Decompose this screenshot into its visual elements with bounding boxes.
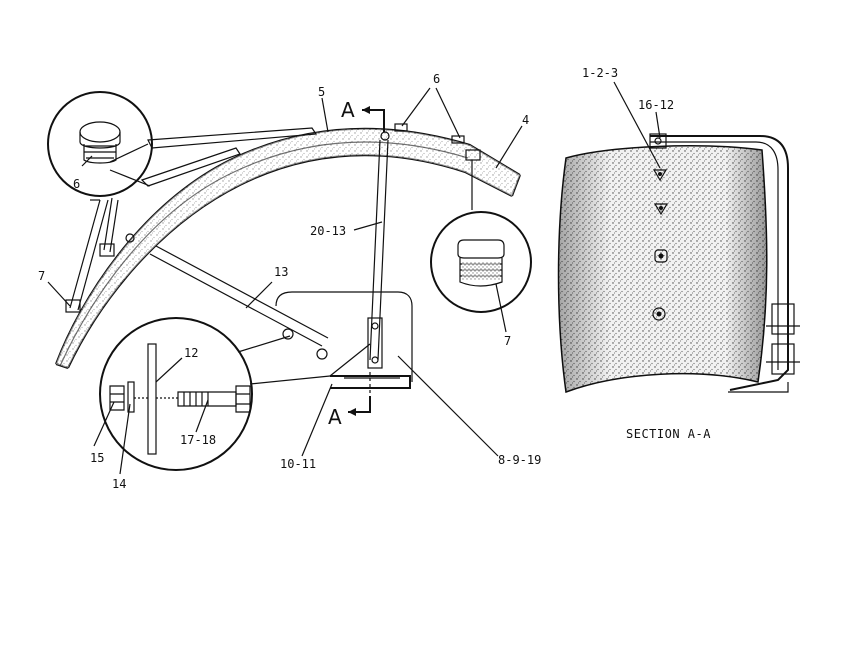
section-a-a-title: SECTION A-A	[626, 427, 711, 441]
fender-surface	[56, 128, 520, 368]
section-bracket-inner	[650, 141, 779, 370]
callout-6-top: 6	[433, 72, 440, 86]
callout-10-11: 10-11	[280, 457, 316, 471]
section-studs	[652, 169, 669, 321]
section-cut-top: A	[341, 98, 385, 132]
detail-circle-bolt	[99, 317, 253, 471]
callout-8-9-19: 8-9-19	[498, 453, 541, 467]
callout-1-2-3: 1-2-3	[582, 66, 618, 80]
section-side-clamp-2	[771, 343, 795, 375]
section-side-clamp-1	[771, 303, 795, 335]
detail-plug-6	[47, 91, 153, 197]
callout-6-detail: 6	[73, 177, 80, 191]
leader-lines	[47, 81, 661, 475]
plug-cap-icon	[79, 121, 121, 143]
callout-7-left: 7	[38, 269, 45, 283]
left-support-rod	[69, 199, 109, 311]
detail-circle-plug-6	[47, 91, 153, 197]
left-support-rod-2	[103, 197, 119, 253]
callout-17-18: 17-18	[180, 433, 216, 447]
fender-bolt-left	[125, 233, 135, 243]
strut-bolt-2	[316, 348, 328, 360]
callout-labels: 5 6 6 4 7 7 20-13 13 12 15 14 17-18 10-1…	[38, 66, 711, 491]
rod-lower-bracket	[367, 317, 383, 369]
tab-6a	[394, 123, 408, 132]
section-cut-bottom: A	[328, 372, 371, 429]
fender-main-view	[55, 123, 521, 389]
tab-6b	[451, 135, 465, 144]
detail-bolt-assembly	[99, 317, 253, 471]
callout-14: 14	[112, 477, 126, 491]
upper-brace	[147, 127, 318, 149]
mid-clamp	[99, 243, 115, 257]
rear-tab	[465, 149, 481, 161]
callout-5: 5	[318, 85, 325, 99]
cut-marker-bottom-letter: A	[328, 405, 342, 429]
callout-20-13: 20-13	[310, 224, 346, 238]
square-plug-icon	[457, 239, 505, 259]
section-top-clamp	[649, 133, 667, 149]
detail-circle-plug-7	[430, 211, 532, 313]
stud-1-icon	[652, 169, 668, 182]
section-a-a-view	[557, 133, 800, 394]
vertical-rod	[369, 139, 389, 361]
strut-bolt-1	[282, 328, 294, 340]
bolt-head	[235, 385, 251, 413]
mounting-base	[330, 375, 411, 389]
stud-2-icon	[653, 203, 669, 216]
callout-16-12: 16-12	[638, 98, 674, 112]
mounting-plate	[275, 291, 413, 382]
callout-7-detail: 7	[504, 334, 511, 348]
detail-plug-7	[430, 211, 532, 313]
washer-14	[127, 381, 135, 413]
strut-13	[149, 245, 329, 347]
callout-4: 4	[522, 113, 529, 127]
callout-12: 12	[184, 346, 198, 360]
section-bracket-outer	[650, 135, 789, 391]
callout-15: 15	[90, 451, 104, 465]
stud-4-icon	[652, 307, 666, 321]
plate-12	[147, 343, 157, 455]
left-clamp	[65, 299, 81, 313]
stud-3-icon	[654, 249, 668, 263]
callout-13: 13	[274, 265, 288, 279]
cut-marker-top-letter: A	[341, 98, 355, 122]
